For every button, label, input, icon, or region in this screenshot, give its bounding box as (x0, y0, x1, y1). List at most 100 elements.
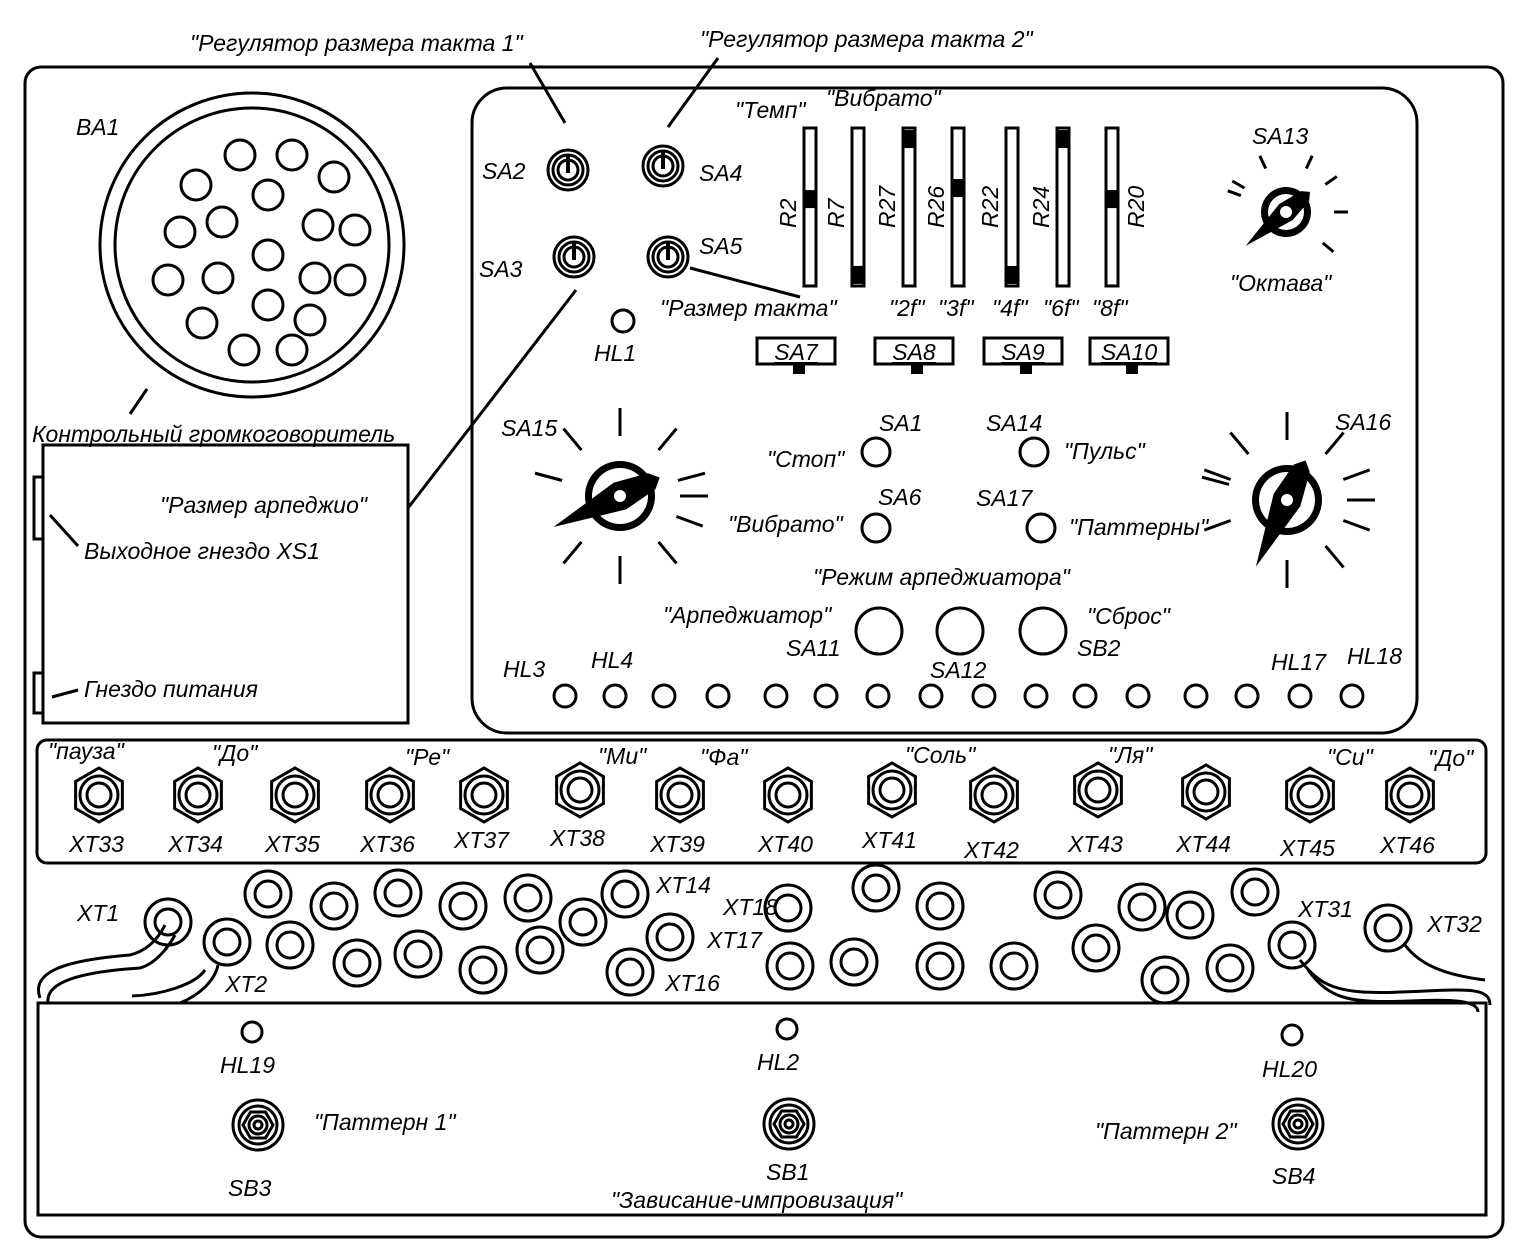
led (602, 683, 628, 709)
xt1-label: XT1 (76, 900, 119, 926)
patch-socket[interactable] (1140, 955, 1190, 1005)
patch-socket[interactable] (265, 920, 315, 970)
patch-socket[interactable] (605, 947, 655, 997)
patch-socket[interactable] (915, 881, 965, 931)
sa13-knob[interactable] (1227, 155, 1348, 254)
patch-socket[interactable] (645, 912, 695, 962)
patch-socket[interactable] (438, 881, 488, 931)
note-socket-xt33[interactable]: XT33"пауза" (48, 738, 126, 857)
note-socket-xt43[interactable]: XT43"Ля" (1067, 742, 1154, 857)
note-socket-xt39[interactable]: XT39"Фа" (649, 744, 749, 857)
pulse-switch[interactable] (1018, 436, 1050, 468)
button-sa9[interactable]: SA9 (982, 336, 1064, 374)
slider-knob[interactable] (1006, 265, 1018, 284)
patch-socket[interactable] (1071, 923, 1121, 973)
patch-socket[interactable] (393, 929, 443, 979)
knob-pointer[interactable] (1245, 191, 1310, 246)
slider-r20[interactable]: R20"8f" (1092, 126, 1149, 321)
patch-socket[interactable] (1165, 890, 1215, 940)
note-socket-xt34[interactable]: XT34"До" (167, 740, 259, 857)
patch-socket[interactable] (1267, 920, 1317, 970)
note-socket-xt46[interactable]: XT46"До" (1379, 745, 1475, 858)
sa5-toggle[interactable] (646, 235, 690, 279)
patch-socket[interactable] (202, 917, 252, 967)
slider-knob[interactable] (952, 179, 964, 198)
xt2-label: XT2 (224, 971, 267, 997)
note-socket-xt35[interactable]: XT35 (264, 766, 320, 857)
slider-knob[interactable] (1057, 130, 1069, 149)
patch-socket[interactable] (309, 881, 359, 931)
hl20-label: HL20 (1262, 1056, 1317, 1082)
patch-socket[interactable] (143, 897, 193, 947)
stop-switch[interactable] (860, 436, 892, 468)
sa4-toggle[interactable] (641, 144, 685, 188)
sa16-knob[interactable] (1201, 412, 1375, 588)
note-socket-xt37[interactable]: XT37 (453, 766, 510, 853)
slider-r2[interactable]: R2 (775, 126, 818, 288)
slider-r7[interactable]: R7 (823, 126, 866, 288)
note-socket-xt40[interactable]: XT40 (757, 766, 813, 857)
sa11-label: SA11 (786, 635, 841, 661)
patch-socket[interactable] (1033, 870, 1083, 920)
button-sa7[interactable]: SA7 (755, 336, 837, 374)
vibrato-switch[interactable] (860, 512, 892, 544)
arp-button[interactable] (854, 606, 904, 656)
patch-socket[interactable] (989, 941, 1039, 991)
hl1-led (610, 308, 636, 334)
button-sa8[interactable]: SA8 (873, 336, 955, 374)
slider-knob[interactable] (852, 265, 864, 284)
sa2-toggle[interactable] (546, 148, 590, 192)
slider-r26[interactable]: R26"3f" (923, 126, 975, 321)
led-row (552, 683, 1365, 709)
note-socket-xt41[interactable]: XT41"Соль" (861, 742, 977, 853)
patch-socket[interactable] (851, 863, 901, 913)
patch-socket[interactable] (243, 869, 293, 919)
patch-socket[interactable] (1205, 943, 1255, 993)
note-socket-xt42[interactable]: XT42 (963, 766, 1019, 863)
patch-socket[interactable] (600, 869, 650, 919)
patch-socket[interactable] (1363, 903, 1413, 953)
sa15-knob[interactable] (534, 408, 708, 584)
note-socket-xt45[interactable]: XT45"Си" (1279, 744, 1375, 861)
patch-socket[interactable] (1230, 867, 1280, 917)
beat2-callout: "Регулятор размера такта 2" (700, 26, 1034, 52)
knob-pointer[interactable] (553, 473, 660, 528)
patch-socket[interactable] (915, 941, 965, 991)
led (1183, 683, 1209, 709)
sb1-button[interactable] (762, 1097, 816, 1151)
patch-socket[interactable] (503, 873, 553, 923)
slider-r22[interactable]: R22"4f" (977, 126, 1029, 321)
note-name-label: "Ми" (598, 743, 648, 769)
patch-socket[interactable] (765, 941, 815, 991)
button-label: SA9 (1001, 339, 1045, 365)
sa3-toggle[interactable] (552, 235, 596, 279)
note-socket-xt44[interactable]: XT44 (1175, 763, 1231, 857)
patch-socket[interactable] (558, 897, 608, 947)
patch-socket[interactable] (829, 937, 879, 987)
sb4-button[interactable] (1271, 1097, 1325, 1151)
patch-socket[interactable] (458, 945, 508, 995)
patterns-switch[interactable] (1025, 512, 1057, 544)
patch-socket[interactable] (373, 868, 423, 918)
hl17-label: HL17 (1271, 649, 1327, 675)
harmonic-label: "4f" (992, 295, 1029, 321)
sa12-button[interactable] (935, 606, 985, 656)
slider-r27[interactable]: R27"2f" (874, 126, 926, 321)
led (1125, 683, 1151, 709)
reset-button[interactable] (1018, 606, 1068, 656)
button-sa10[interactable]: SA10 (1088, 336, 1170, 374)
patch-socket[interactable] (763, 883, 813, 933)
slider-knob[interactable] (1106, 190, 1118, 209)
knob-pointer[interactable] (1255, 460, 1310, 567)
sb3-button[interactable] (231, 1098, 285, 1152)
speaker-hole (317, 160, 351, 194)
patch-socket[interactable] (1117, 882, 1167, 932)
slider-knob[interactable] (804, 190, 816, 209)
slider-knob[interactable] (903, 130, 915, 149)
arp-label: "Арпеджиатор" (663, 602, 833, 628)
patch-socket[interactable] (515, 925, 565, 975)
patch-socket[interactable] (332, 938, 382, 988)
slider-r24[interactable]: R24"6f" (1028, 126, 1080, 321)
note-socket-xt38[interactable]: XT38"Ми" (549, 743, 648, 851)
note-socket-xt36[interactable]: XT36"Ре" (359, 744, 451, 857)
